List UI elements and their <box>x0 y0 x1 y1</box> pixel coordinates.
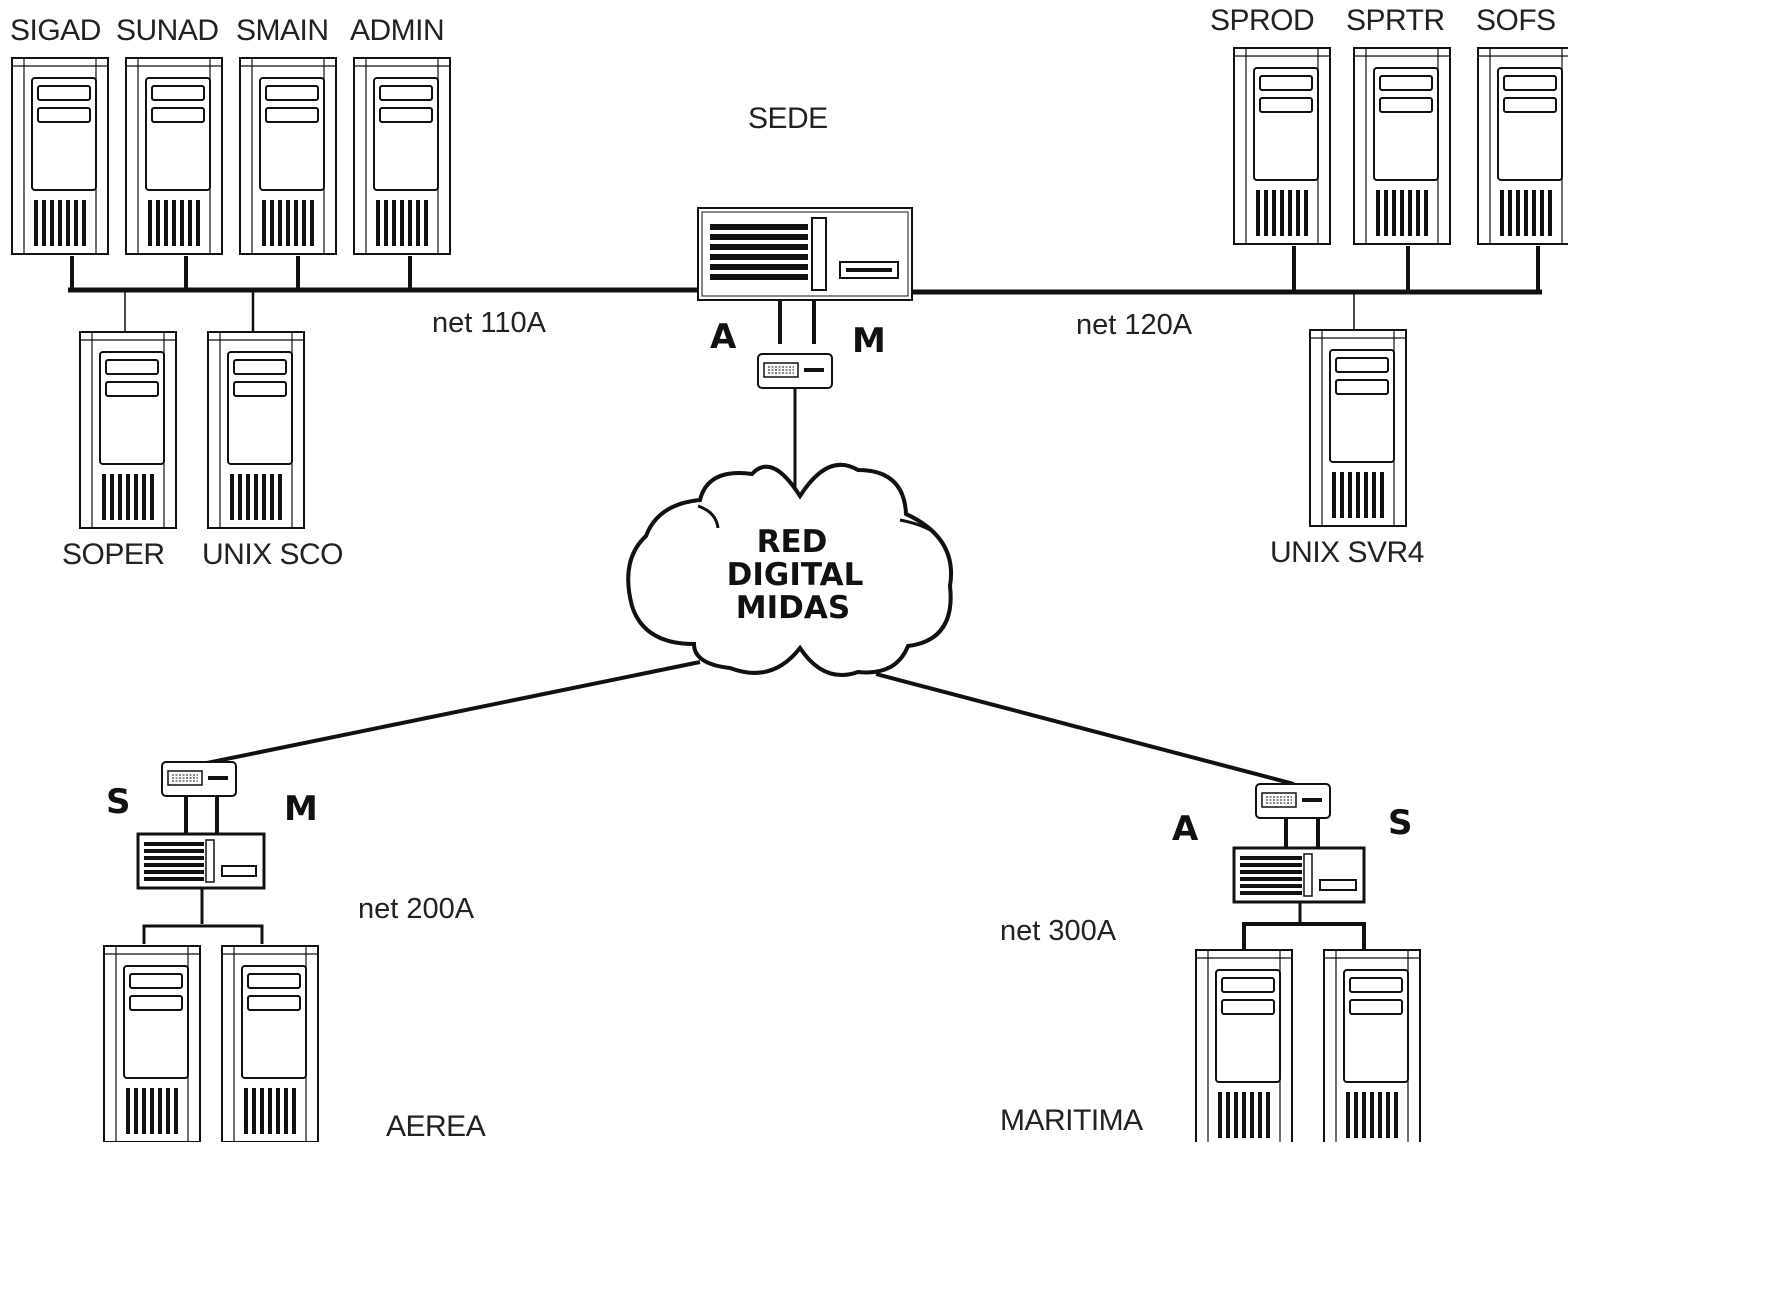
router-aerea <box>138 834 264 888</box>
label-net-120a: net 120A <box>1076 309 1193 341</box>
server-aerea-1 <box>104 946 200 1142</box>
port-maritima-a: A <box>1172 809 1199 849</box>
label-sigad: SIGAD <box>10 14 101 47</box>
server-sunad <box>126 58 222 254</box>
router-sede <box>698 208 912 300</box>
server-admin <box>354 58 450 254</box>
modem-aerea <box>162 762 236 796</box>
cloud-text-red: RED <box>757 524 828 560</box>
link-cloud-aerea <box>202 662 700 764</box>
label-smain: SMAIN <box>236 14 329 47</box>
label-net-300a: net 300A <box>1000 915 1117 947</box>
port-sede-a: A <box>710 317 737 357</box>
label-soper: SOPER <box>62 538 165 571</box>
link-cloud-maritima <box>876 674 1294 784</box>
server-soper <box>80 332 176 528</box>
label-admin: ADMIN <box>350 14 444 47</box>
lan-aerea <box>144 926 262 944</box>
label-unix-svr4: UNIX SVR4 <box>1270 536 1424 569</box>
cloud-text-midas: MIDAS <box>736 590 850 626</box>
modem-sede <box>758 354 832 388</box>
server-unix-sco <box>208 332 304 528</box>
server-unix-svr4 <box>1310 330 1406 526</box>
label-net-110a: net 110A <box>432 307 547 339</box>
label-unix-sco: UNIX SCO <box>202 538 343 571</box>
server-sprod <box>1234 48 1330 244</box>
label-sprod: SPROD <box>1210 4 1314 37</box>
port-maritima-s: S <box>1388 803 1413 843</box>
router-maritima <box>1234 848 1364 902</box>
label-aerea: AEREA <box>386 1110 486 1142</box>
port-aerea-m: M <box>284 789 318 829</box>
cloud-text-digital: DIGITAL <box>727 557 864 593</box>
port-aerea-s: S <box>106 782 131 822</box>
server-smain <box>240 58 336 254</box>
server-maritima-1 <box>1196 950 1292 1142</box>
server-aerea-2 <box>222 946 318 1142</box>
server-sofs <box>1478 48 1568 244</box>
port-sede-m: M <box>852 321 886 361</box>
network-diagram: SIGAD SUNAD SMAIN ADMIN net 110A SOPER U… <box>0 0 1568 1142</box>
cloud-red-digital-midas: RED DIGITAL MIDAS <box>628 465 951 675</box>
server-sprtr <box>1354 48 1450 244</box>
lan-maritima <box>1244 924 1364 950</box>
server-sigad <box>12 58 108 254</box>
label-net-200a: net 200A <box>358 893 475 925</box>
label-sunad: SUNAD <box>116 14 219 47</box>
label-sprtr: SPRTR <box>1346 4 1445 37</box>
label-sede: SEDE <box>748 102 828 135</box>
server-maritima-2 <box>1324 950 1420 1142</box>
modem-maritima <box>1256 784 1330 818</box>
label-maritima: MARITIMA <box>1000 1104 1143 1137</box>
label-sofs: SOFS <box>1476 4 1556 37</box>
